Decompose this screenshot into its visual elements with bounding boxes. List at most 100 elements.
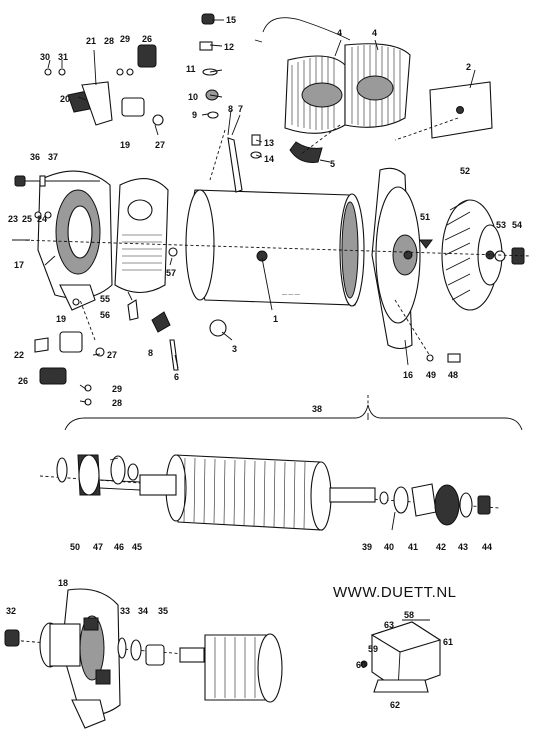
callout-45: 45 [132,542,142,552]
bracket-washer [426,354,434,362]
callout-7: 7 [238,104,243,114]
assembly-guide-shoe [394,117,459,141]
callout-55: 55 [100,294,110,304]
callout-16: 16 [403,370,413,380]
callout-9: 9 [192,110,197,120]
callout-18: 18 [58,578,68,588]
voltage-regulator [360,619,442,693]
commutator-end-bracket [37,170,113,311]
callout-24: 24 [37,214,47,224]
callout-39: 39 [362,542,372,552]
yoke-housing: — — — [185,189,365,307]
callout-23: 23 [8,214,18,224]
callout-8b: 8 [148,348,153,358]
callout-60: 60 [356,660,366,670]
callout-63: 63 [384,620,394,630]
callout-labels: 1 2 3 4 4 5 6 7 8 8 9 10 11 12 13 14 15 … [6,15,522,710]
callout-40: 40 [384,542,394,552]
callout-53: 53 [496,220,506,230]
callout-6: 6 [174,372,179,382]
callout-31: 31 [58,52,68,62]
drive-end-bracket [371,167,421,350]
woodruff-key [419,239,433,249]
callout-22: 22 [14,350,24,360]
callout-5: 5 [330,159,335,169]
callout-26a: 26 [142,34,152,44]
commutator-bracket-assembly [39,588,121,729]
insulator-strip [289,141,323,163]
pole-shoe-hole [456,106,464,114]
callout-57: 57 [166,268,176,278]
spring-ring [117,637,127,659]
callout-29a: 29 [120,34,130,44]
callout-19a: 19 [120,140,130,150]
housing-stamp: — — — [282,292,300,298]
callout-20: 20 [60,94,70,104]
callout-25: 25 [22,214,32,224]
assembly-axis-top [19,239,531,257]
callout-3: 3 [232,344,237,354]
callout-51: 51 [420,212,430,222]
field-coils [254,17,411,134]
callout-47: 47 [93,542,103,552]
callout-28a: 28 [104,36,114,46]
callout-35: 35 [158,606,168,616]
callout-4b: 4 [372,28,377,38]
callout-10: 10 [188,92,198,102]
website-url: WWW.DUETT.NL [333,584,457,601]
callout-1: 1 [273,314,278,324]
leader-lines [44,19,476,531]
callout-34: 34 [138,606,148,616]
callout-11: 11 [186,64,196,74]
callout-59: 59 [368,644,378,654]
callout-52: 52 [460,166,470,176]
callout-41: 41 [408,542,418,552]
callout-50: 50 [70,542,80,552]
callout-46: 46 [114,542,124,552]
bush [145,644,165,666]
callout-13: 13 [264,138,274,148]
armature-partial [179,633,283,703]
callout-44: 44 [482,542,492,552]
callout-33: 33 [120,606,130,616]
bush-washer [130,639,142,661]
assembly-guide-terminal [209,129,226,181]
fan-washer [494,250,506,262]
brush-gear-top [44,44,164,126]
callout-49: 49 [426,370,436,380]
callout-4a: 4 [337,28,342,38]
callout-48: 48 [448,370,458,380]
callout-61: 61 [443,637,453,647]
callout-56: 56 [100,310,110,320]
callout-21: 21 [86,36,96,46]
pulley-nut [511,247,525,265]
callout-62: 62 [390,700,400,710]
callout-12: 12 [224,42,234,52]
callout-32: 32 [6,606,16,616]
assembly-guide-bracket [394,299,431,357]
callout-37: 37 [48,152,58,162]
cover-band [114,178,169,294]
callout-15: 15 [226,15,236,25]
callout-28b: 28 [112,398,122,408]
callout-54: 54 [512,220,522,230]
callout-2: 2 [466,62,471,72]
callout-36: 36 [30,152,40,162]
cap-nut [4,629,20,647]
armature-group-bracket [64,404,523,431]
callout-27a: 27 [155,140,165,150]
brush-gear-bottom [34,331,105,406]
callout-58: 58 [404,610,414,620]
callout-30: 30 [40,52,50,62]
assembly-guide-coil [299,124,341,156]
callout-26b: 26 [18,376,28,386]
callout-38: 38 [312,404,322,414]
terminal-hardware [127,13,262,371]
callout-43: 43 [458,542,468,552]
armature-bearings [56,454,491,526]
callout-29b: 29 [112,384,122,394]
callout-27b: 27 [107,350,117,360]
callout-17: 17 [14,260,24,270]
